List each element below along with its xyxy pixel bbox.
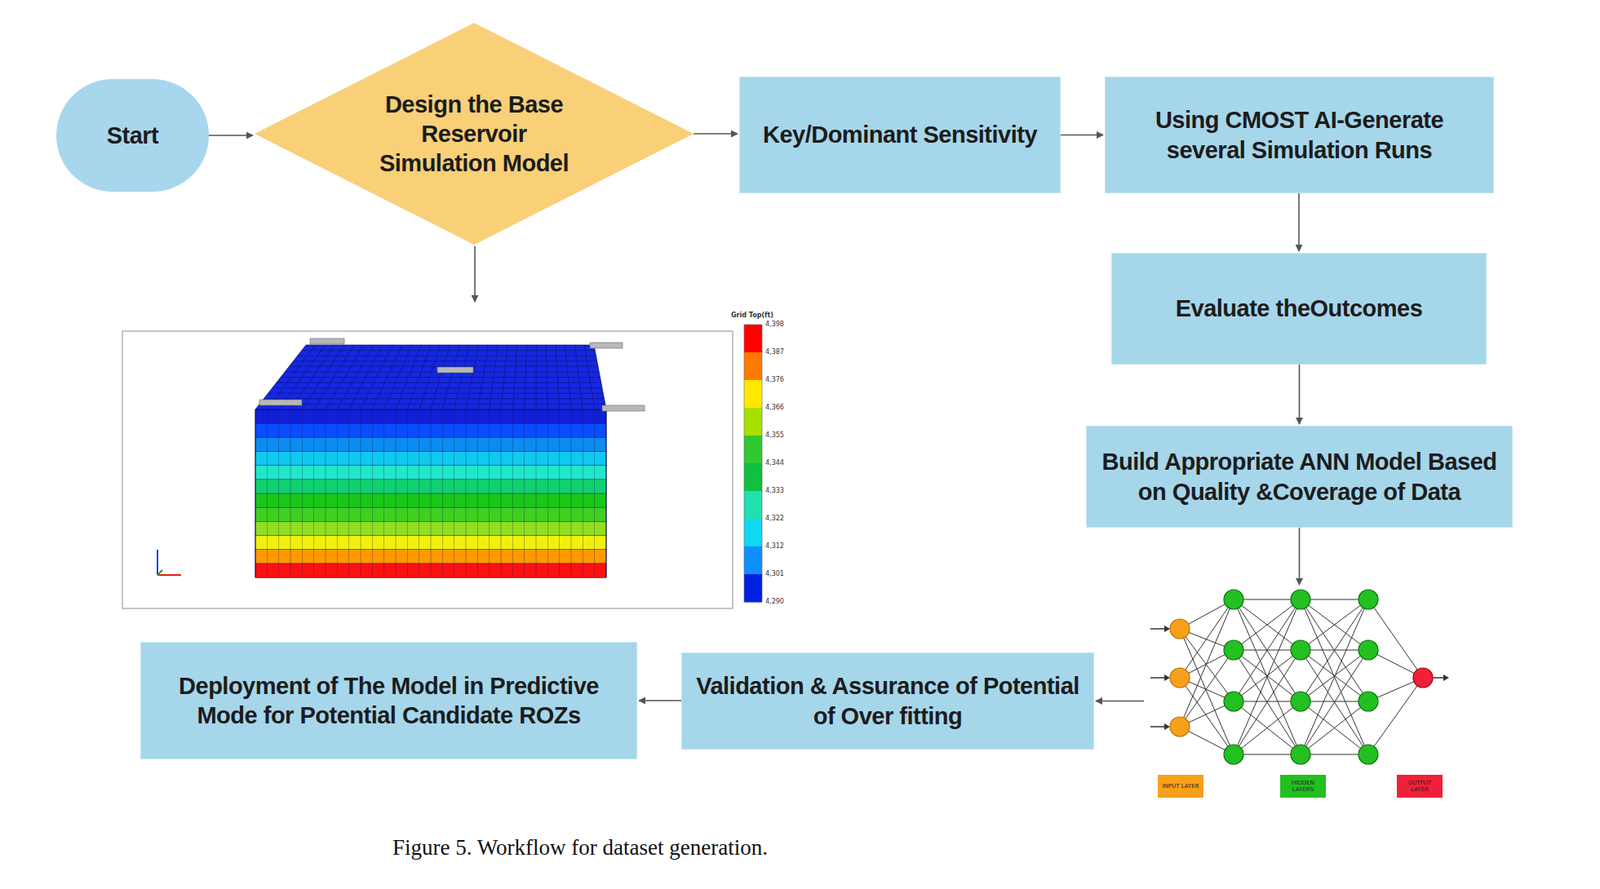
colorbar-tick: 4,333 (765, 487, 785, 495)
neural-network-illustration (1150, 589, 1450, 765)
node-text-wrap: Deployment of The Model in Predictive Mo… (150, 671, 627, 732)
node-label: Evaluate theOutcomes (1175, 293, 1423, 324)
start-terminal: Start (56, 79, 209, 192)
color-bar (744, 324, 763, 603)
colorbar-tick: 4,344 (765, 459, 785, 467)
legend-text: OUTPUT LAYER (1398, 780, 1441, 794)
node-label: Validation & Assurance of Potential of O… (691, 671, 1084, 732)
node-label: Key/Dominant Sensitivity (762, 119, 1038, 150)
flow-arrow (1060, 134, 1104, 137)
node-label: Deployment of The Model in Predictive Mo… (150, 671, 627, 732)
process-box: Deployment of The Model in Predictive Mo… (140, 642, 638, 760)
node-text-wrap: Evaluate theOutcomes (1175, 293, 1423, 324)
arrow-head (1295, 578, 1304, 586)
legend-text: INPUT LAYER (1161, 783, 1199, 790)
axis-icon (157, 549, 182, 576)
node-label: Start (106, 120, 160, 151)
colorbar-tick: 4,322 (765, 514, 785, 523)
flow-arrow (1298, 364, 1301, 425)
legend-swatch: OUTPUT LAYER (1396, 775, 1443, 798)
figure-caption: Figure 5. Workflow for dataset generatio… (392, 835, 768, 861)
colorbar-tick: 4,366 (765, 403, 785, 412)
flow-arrow (1298, 193, 1300, 252)
node-text-wrap: Design the Base Reservoir Simulation Mod… (362, 89, 586, 179)
colorbar-tick: 4,398 (765, 320, 785, 328)
illustration-frame (122, 331, 733, 609)
node-text-wrap: Build Appropriate ANN Model Based on Qua… (1096, 447, 1503, 507)
node-text-wrap: Key/Dominant Sensitivity (762, 119, 1038, 150)
process-box: Evaluate theOutcomes (1111, 252, 1487, 365)
legend-swatch: HIDDEN LAYERS (1280, 775, 1326, 798)
colorbar-title: Grid Top(ft) (731, 311, 774, 320)
grid-block (255, 345, 607, 579)
node-text-wrap: Start (106, 120, 160, 151)
node-label: Using CMOST AI-Generate several Simulati… (1115, 105, 1484, 165)
well-tags (259, 338, 645, 412)
flow-arrow (638, 700, 682, 702)
flow-arrow (693, 132, 738, 135)
process-box: Key/Dominant Sensitivity (739, 76, 1061, 194)
process-box: Validation & Assurance of Potential of O… (681, 652, 1095, 750)
node-text-wrap: Validation & Assurance of Potential of O… (691, 671, 1084, 732)
illustration-arrow (474, 246, 476, 302)
colorbar-tick: 4,290 (765, 598, 785, 606)
node-label: Design the Base Reservoir Simulation Mod… (362, 89, 586, 179)
colorbar-tick: 4,301 (765, 570, 785, 578)
flow-arrow (1095, 527, 1300, 702)
node-label: Build Appropriate ANN Model Based on Qua… (1096, 447, 1503, 507)
colorbar-tick: 4,376 (765, 376, 785, 384)
flow-arrow (208, 134, 253, 137)
legend-text: HIDDEN LAYERS (1281, 780, 1325, 794)
colorbar-tick: 4,312 (765, 542, 785, 550)
colorbar-tick: 4,355 (765, 431, 785, 439)
node-text-wrap: Using CMOST AI-Generate several Simulati… (1115, 105, 1484, 165)
process-box: Build Appropriate ANN Model Based on Qua… (1085, 425, 1513, 528)
legend-swatch: INPUT LAYER (1157, 775, 1204, 798)
process-box: Using CMOST AI-Generate several Simulati… (1104, 76, 1494, 194)
colorbar-tick: 4,387 (765, 348, 785, 356)
decision-diamond: Design the Base Reservoir Simulation Mod… (254, 22, 694, 245)
